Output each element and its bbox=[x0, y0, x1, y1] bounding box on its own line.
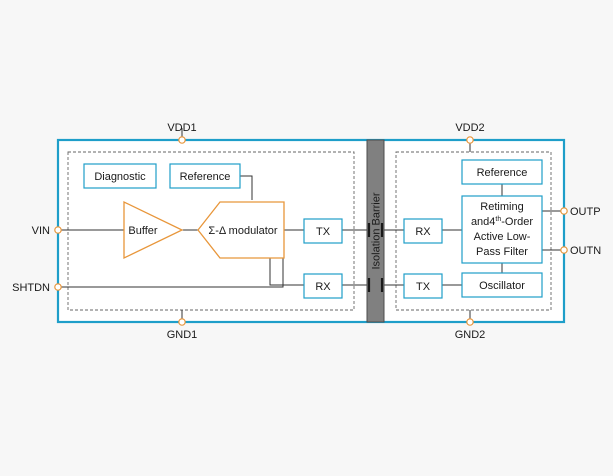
tx-right-label: TX bbox=[416, 281, 431, 293]
shtdn-pin-marker bbox=[54, 283, 62, 291]
shtdn-label: SHTDN bbox=[12, 282, 50, 294]
gnd1-pin-marker bbox=[178, 318, 186, 326]
vdd1-pin-marker bbox=[178, 136, 186, 144]
reference-right-block bbox=[461, 159, 543, 185]
vdd1-label: VDD1 bbox=[167, 122, 196, 134]
gnd1-label: GND1 bbox=[167, 329, 198, 341]
filter-line-4: Pass Filter bbox=[476, 246, 528, 258]
filter-line-3: Active Low- bbox=[474, 231, 531, 243]
vin-label: VIN bbox=[32, 225, 50, 237]
reference-left-label: Reference bbox=[180, 171, 231, 183]
tx-right-block bbox=[403, 273, 443, 299]
modulator-label: Σ-Δ modulator bbox=[208, 225, 278, 237]
vin-pin-marker bbox=[54, 226, 62, 234]
vdd2-label: VDD2 bbox=[455, 122, 484, 134]
rx-right-block bbox=[403, 218, 443, 244]
isolation-barrier bbox=[366, 139, 385, 323]
rx-left-label: RX bbox=[315, 281, 331, 293]
wires bbox=[58, 128, 564, 322]
primary-domain-box bbox=[67, 151, 355, 311]
diagnostic-block bbox=[83, 163, 157, 189]
isolation-barrier-label: Isolation Barrier bbox=[371, 192, 383, 269]
gnd2-pin-marker bbox=[466, 318, 474, 326]
filter-line-1: Retiming bbox=[480, 201, 523, 213]
modulator-block bbox=[197, 201, 285, 259]
buffer-amplifier-triangle bbox=[123, 200, 184, 260]
secondary-domain-box bbox=[395, 151, 552, 311]
outn-pin-marker bbox=[560, 246, 568, 254]
retiming-filter-block bbox=[461, 195, 543, 264]
filter-line-2: and4th-Order bbox=[471, 216, 533, 228]
rx-left-block bbox=[303, 273, 343, 299]
outp-label: OUTP bbox=[570, 206, 601, 218]
oscillator-block bbox=[461, 272, 543, 298]
vdd2-pin-marker bbox=[466, 136, 474, 144]
outn-label: OUTN bbox=[570, 245, 601, 257]
barrier-coupling-marks bbox=[367, 223, 384, 292]
reference-left-block bbox=[169, 163, 241, 189]
reference-right-label: Reference bbox=[477, 167, 528, 179]
tx-left-label: TX bbox=[316, 226, 331, 238]
outp-pin-marker bbox=[560, 207, 568, 215]
oscillator-label: Oscillator bbox=[479, 280, 525, 292]
buffer-label: Buffer bbox=[128, 225, 157, 237]
rx-right-label: RX bbox=[415, 226, 431, 238]
gnd2-label: GND2 bbox=[455, 329, 486, 341]
diagnostic-label: Diagnostic bbox=[94, 171, 146, 183]
tx-left-block bbox=[303, 218, 343, 244]
